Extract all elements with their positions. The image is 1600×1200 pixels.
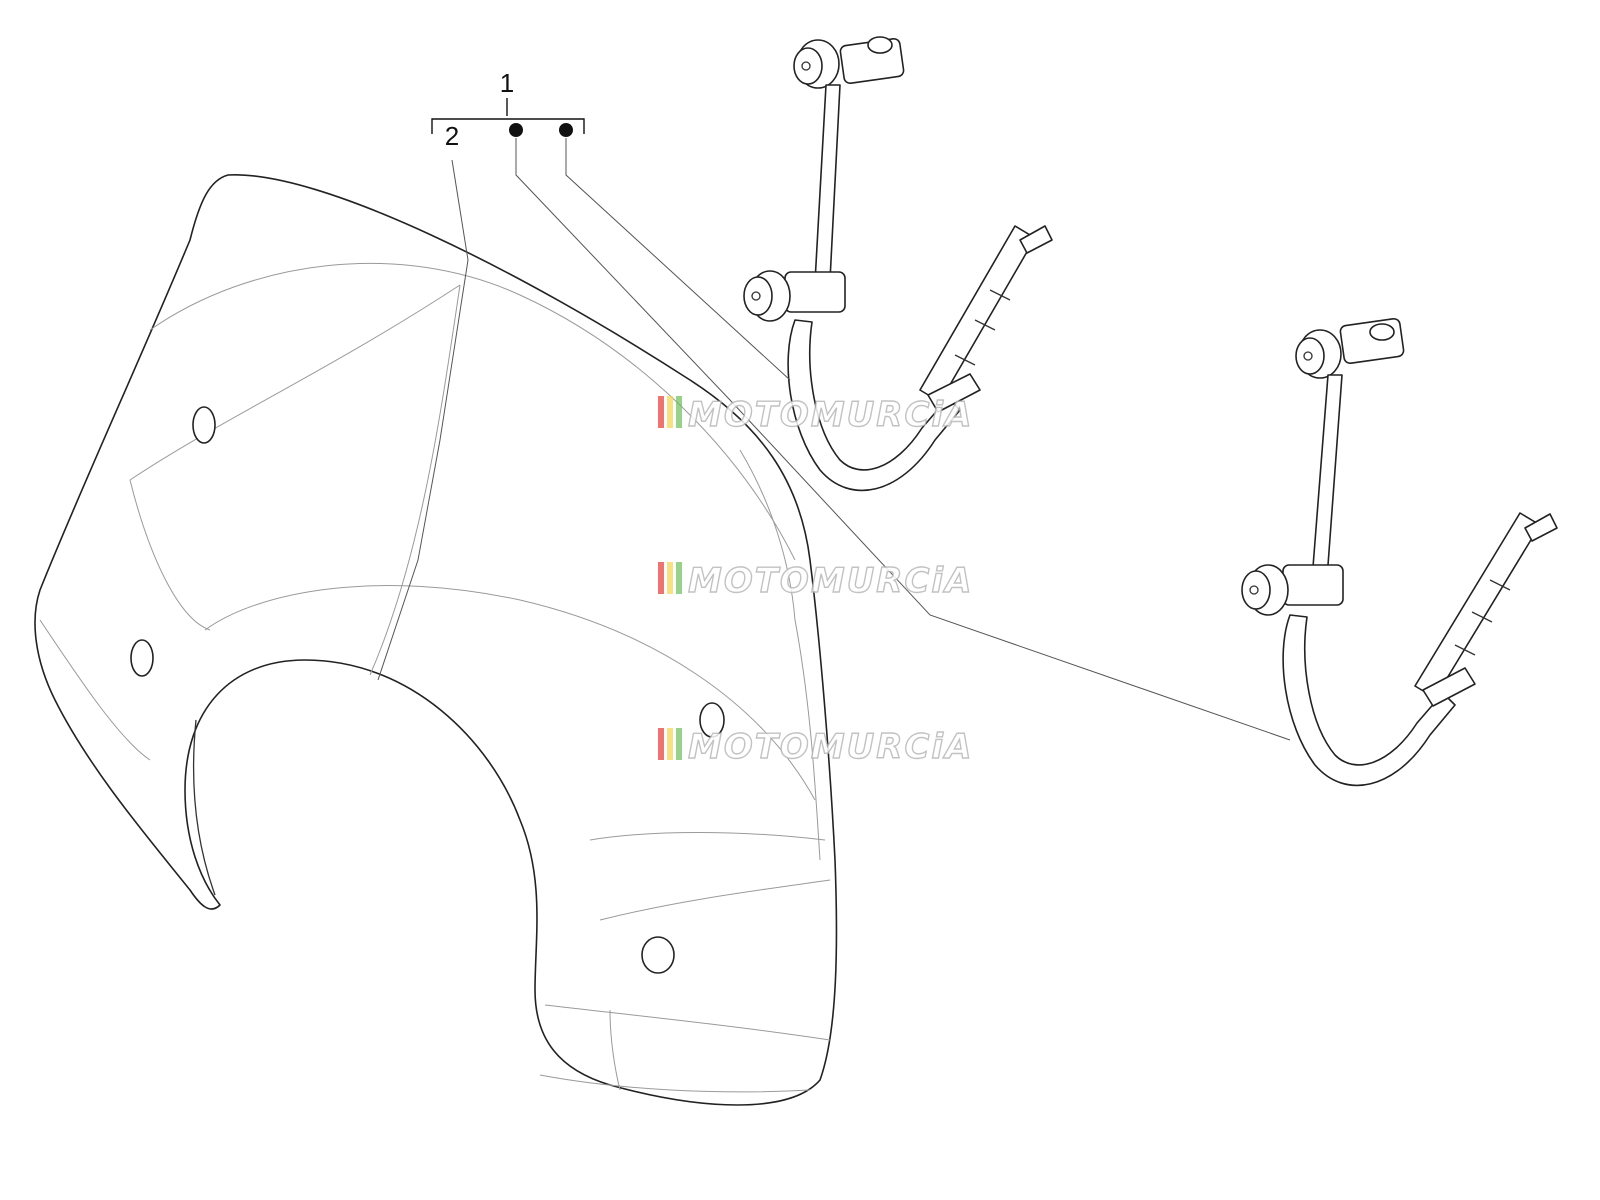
bracket-icon bbox=[743, 36, 1053, 492]
callout-label-assembly: 1 bbox=[500, 68, 514, 98]
bracket-icon bbox=[1241, 317, 1558, 787]
watermark-logo: MOTOMURCiA bbox=[658, 726, 973, 768]
svg-text:MOTOMURCiA: MOTOMURCiA bbox=[688, 561, 973, 601]
bullet-dot-icon bbox=[559, 123, 573, 137]
svg-text:MOTOMURCiA: MOTOMURCiA bbox=[688, 727, 973, 767]
callout-label-windshield: 2 bbox=[445, 121, 459, 151]
callout-group bbox=[377, 98, 1291, 741]
watermark-logo: MOTOMURCiA bbox=[658, 560, 973, 602]
svg-text:MOTOMURCiA: MOTOMURCiA bbox=[688, 395, 973, 435]
watermark-logo: MOTOMURCiA bbox=[658, 394, 973, 436]
bullet-dot-icon bbox=[509, 123, 523, 137]
windshield-icon bbox=[34, 174, 838, 1106]
